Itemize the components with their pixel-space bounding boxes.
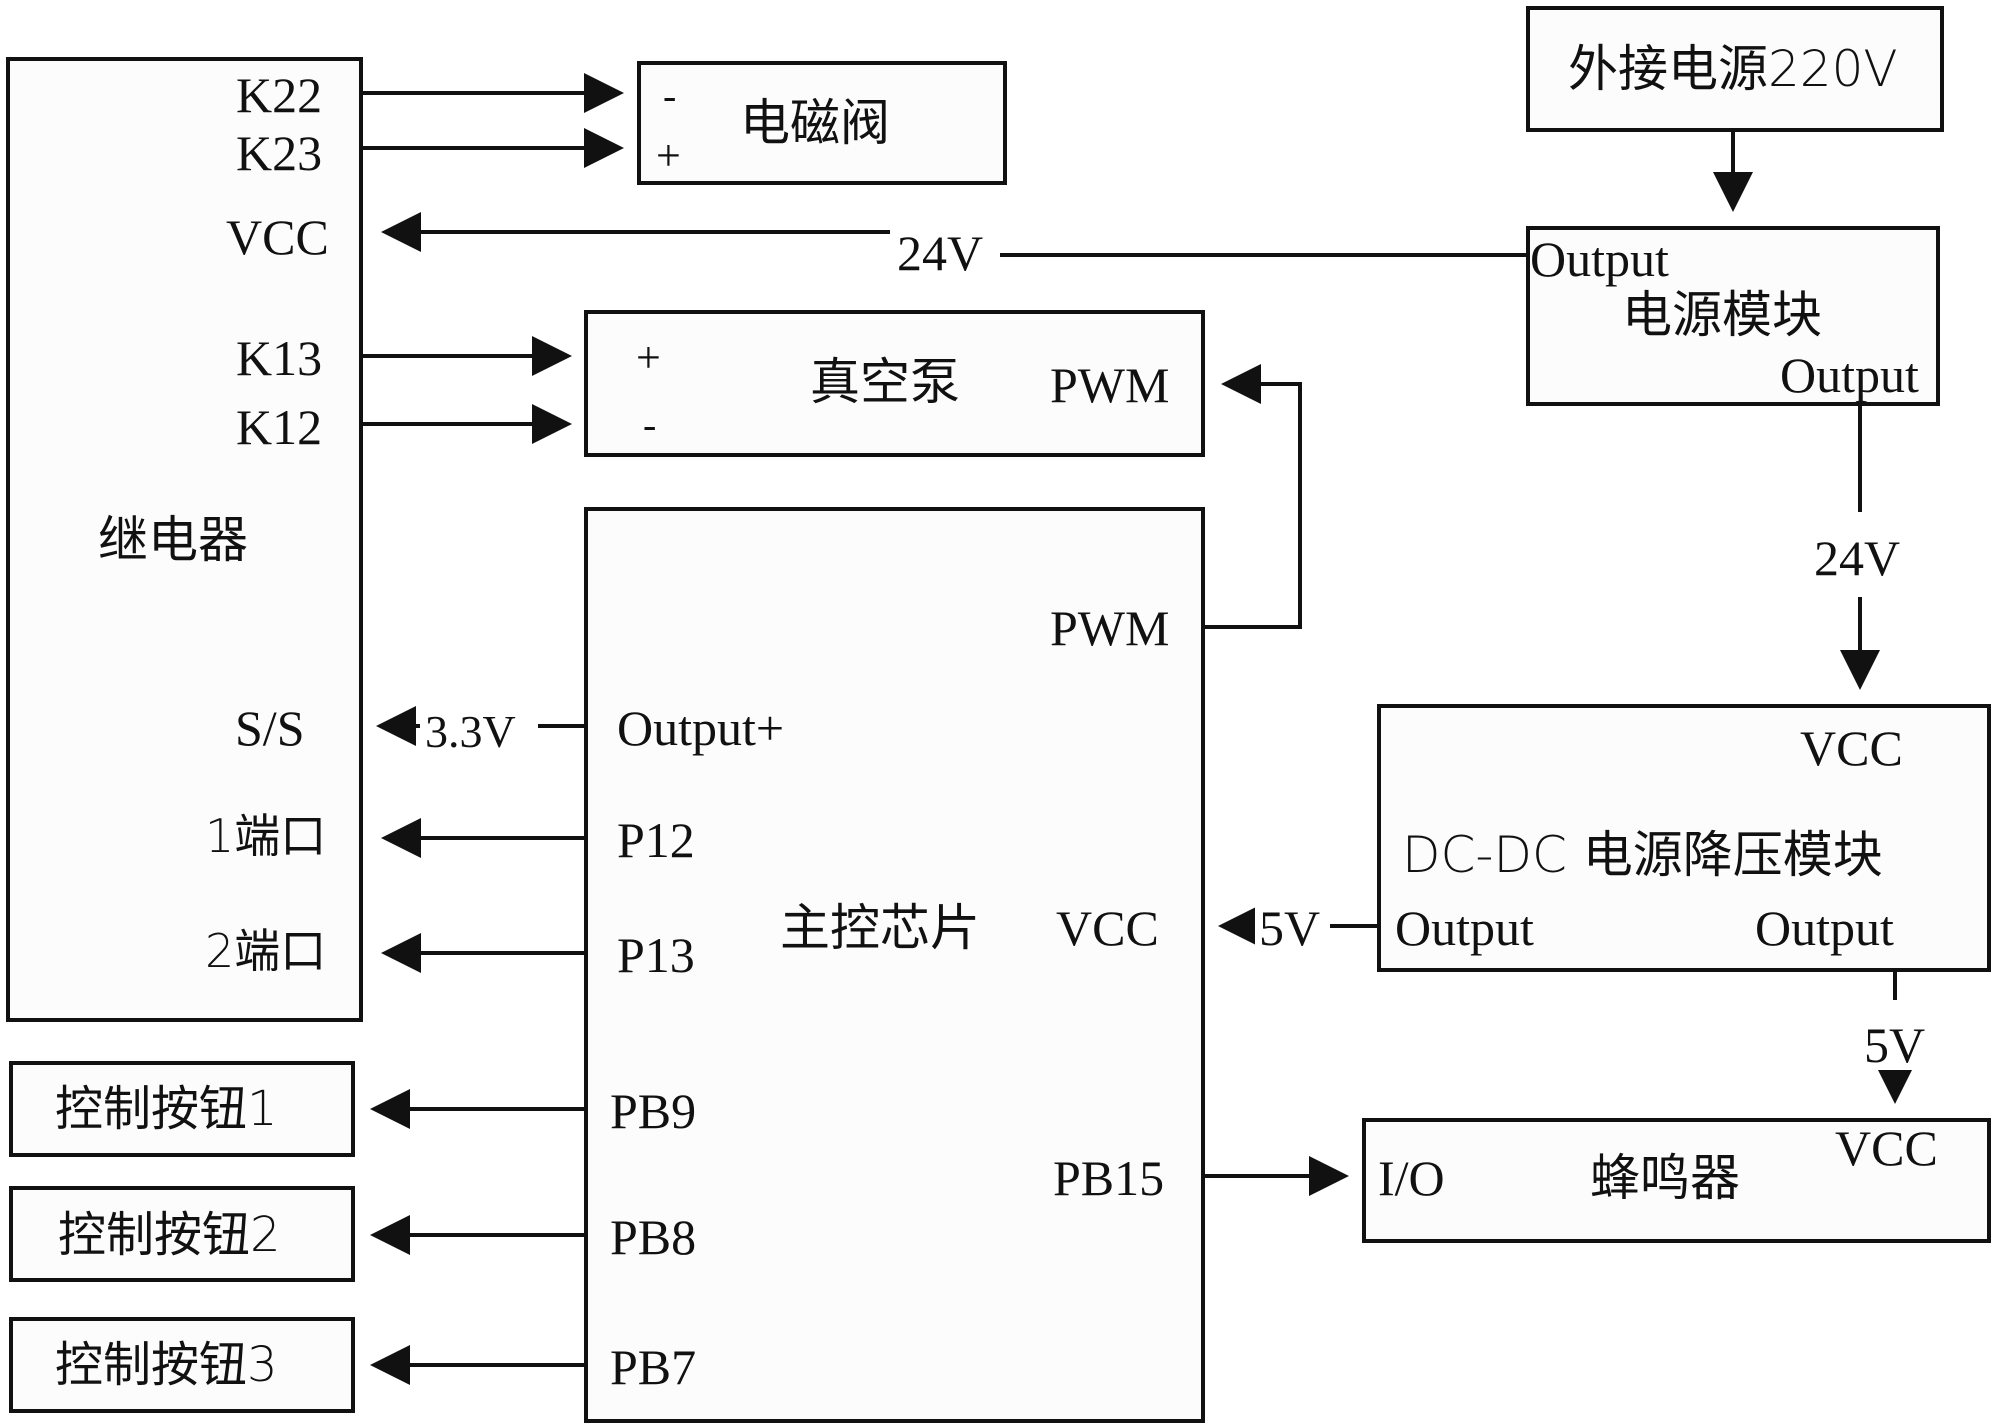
buzzer-block — [1362, 1118, 1991, 1243]
solenoid-valve-title: 电磁阀 — [740, 94, 890, 152]
wire-label-module-dcdc-24v: 24V — [1810, 533, 1905, 583]
pump-minus-pin: - — [643, 402, 657, 447]
mcu-pin-p12: P12 — [617, 812, 695, 868]
relay-title: 继电器 — [98, 511, 248, 569]
relay-pin-port2: 2端口 — [205, 924, 327, 978]
control-button-3-block — [9, 1317, 355, 1413]
mcu-pin-pb7: PB7 — [610, 1339, 697, 1395]
relay-pin-k23: K23 — [236, 125, 323, 181]
dcdc-output-left: Output — [1395, 900, 1534, 956]
external-power-title: 外接电源220V — [1568, 40, 1898, 98]
buzzer-io-pin: I/O — [1378, 1150, 1445, 1206]
solenoid-valve-block — [637, 61, 1007, 185]
dcdc-module-block — [1377, 704, 1991, 972]
solenoid-plus-pin: + — [656, 131, 681, 180]
buzzer-title: 蜂鸣器 — [1590, 1149, 1740, 1207]
power-module-output-left: Output — [1530, 231, 1669, 287]
control-button-1-label: 控制按钮1 — [55, 1081, 278, 1137]
vacuum-pump-block — [584, 310, 1205, 457]
vacuum-pump-title: 真空泵 — [810, 353, 960, 411]
mcu-title: 主控芯片 — [780, 899, 980, 957]
mcu-pin-p13: P13 — [617, 927, 695, 983]
control-button-1-block — [9, 1061, 355, 1157]
wire-label-mcu-vcc-5v: 5V — [1255, 903, 1325, 953]
solenoid-minus-pin: - — [663, 73, 677, 118]
mcu-pin-pb8: PB8 — [610, 1209, 697, 1265]
power-module-title: 电源模块 — [1622, 286, 1822, 344]
dcdc-output-right: Output — [1755, 900, 1894, 956]
relay-block — [6, 57, 363, 1022]
wire-label-buzzer-vcc-5v: 5V — [1860, 1020, 1930, 1070]
wire-label-relay-vcc-24v: 24V — [893, 228, 988, 278]
control-button-2-block — [9, 1186, 355, 1282]
buzzer-vcc-pin: VCC — [1835, 1120, 1938, 1176]
control-button-2-label: 控制按钮2 — [58, 1207, 281, 1263]
control-button-3-label: 控制按钮3 — [55, 1337, 278, 1393]
pump-plus-pin: + — [636, 333, 661, 382]
pump-pwm-pin: PWM — [1050, 357, 1170, 413]
relay-pin-k22: K22 — [236, 67, 323, 123]
wire-mcu-pwm-to-pump-pwm — [1205, 364, 1302, 629]
wire-label-ss-3v3: 3.3V — [421, 709, 520, 755]
mcu-pin-pwm: PWM — [1050, 600, 1170, 656]
power-module-block — [1526, 226, 1940, 406]
mcu-pin-pb15: PB15 — [1053, 1150, 1165, 1206]
dcdc-vcc-pin: VCC — [1800, 720, 1903, 776]
dcdc-module-title: DC-DC 电源降压模块 — [1402, 826, 1883, 884]
relay-pin-port1: 1端口 — [205, 809, 327, 863]
power-module-output-right: Output — [1780, 347, 1919, 403]
relay-pin-k13: K13 — [236, 330, 323, 386]
relay-pin-ss: S/S — [235, 700, 305, 756]
mcu-pin-vcc: VCC — [1056, 900, 1159, 956]
mcu-block — [584, 507, 1205, 1423]
relay-pin-k12: K12 — [236, 399, 323, 455]
external-power-block — [1526, 6, 1944, 132]
mcu-pin-pb9: PB9 — [610, 1083, 697, 1139]
relay-pin-vcc: VCC — [226, 209, 329, 265]
mcu-pin-output-plus: Output+ — [617, 700, 785, 756]
